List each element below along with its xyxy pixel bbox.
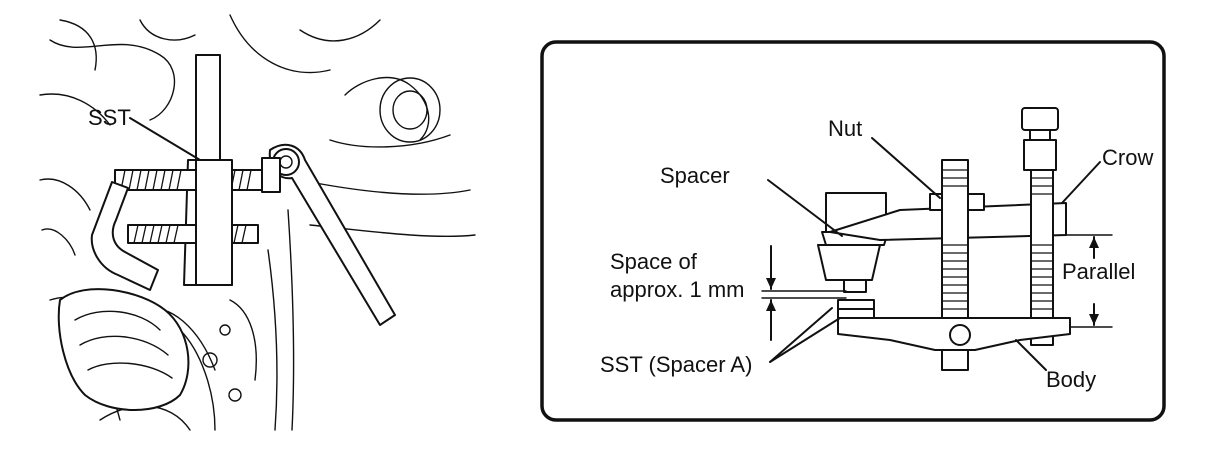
crow-label: Crow (1102, 145, 1153, 170)
sst-spacer-leader-a (769, 307, 833, 363)
body-leader (1015, 339, 1047, 371)
body-pivot-hole (949, 324, 971, 346)
nut-leader (871, 137, 941, 199)
sst-label: SST (88, 105, 131, 130)
forcing-screw-nut (1023, 139, 1057, 171)
body-label: Body (1046, 367, 1096, 392)
lower-bolt (127, 224, 259, 244)
sst-leader (129, 117, 201, 161)
forcing-screw-knob (1021, 107, 1059, 131)
forcing-screw-threads (1031, 177, 1053, 310)
sst-spacer-leader-b (769, 317, 841, 363)
spacer-label: Spacer (660, 163, 730, 188)
nut-label: Nut (828, 116, 862, 141)
stud-shank (843, 279, 867, 293)
detail-view: Nut Crow Spacer Space of approx. 1 mm Pa… (540, 40, 1166, 422)
center-bolt-threads (942, 169, 968, 310)
crow-leader (1061, 161, 1101, 204)
spacer-leader (767, 179, 843, 237)
sst-spacer-a-label: SST (Spacer A) (600, 352, 752, 377)
space-label-line2: approx. 1 mm (610, 277, 745, 302)
ball-joint-body (817, 244, 881, 281)
forcing-screw-collar (1029, 129, 1051, 141)
wrench-handle (195, 54, 221, 161)
drive-shaft-boot (57, 288, 190, 411)
parallel-label: Parallel (1062, 259, 1135, 284)
puller-body (195, 159, 233, 286)
left-view: SST (39, 14, 476, 431)
bolt-threads (120, 169, 252, 244)
bolt-nut (261, 157, 281, 193)
puller-jaw (90, 181, 159, 291)
space-label-line1: Space of (610, 249, 698, 274)
